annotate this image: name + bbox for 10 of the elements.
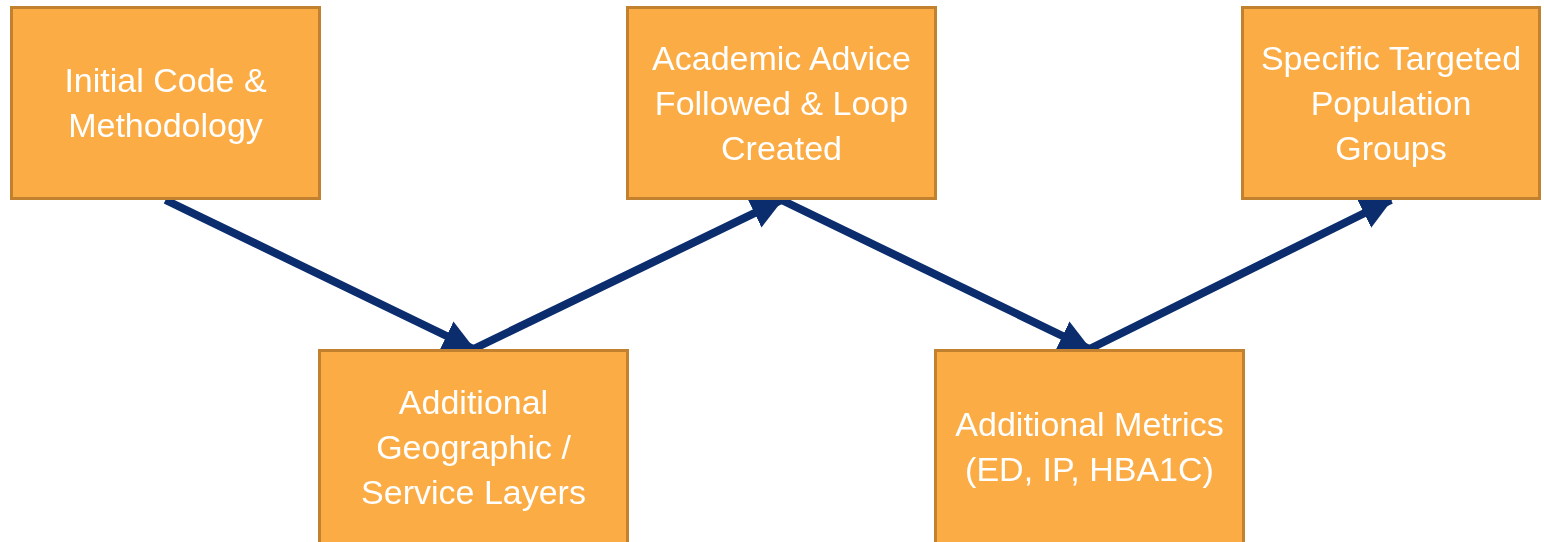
process-box bbox=[10, 6, 321, 200]
box-label: Initial Code & Methodology bbox=[63, 60, 268, 146]
box-label: Specific Targeted Population Groups bbox=[1259, 37, 1523, 169]
process-box bbox=[934, 349, 1245, 542]
box-label: Additional Geographic / Service Layers bbox=[360, 381, 587, 513]
box-label: Additional Metrics (ED, IP, HBA1C) bbox=[954, 404, 1225, 490]
process-box bbox=[626, 6, 937, 200]
process-box bbox=[1241, 6, 1541, 200]
box-label: Academic Advice Followed & Loop Created bbox=[651, 37, 912, 169]
process-box bbox=[318, 349, 629, 542]
